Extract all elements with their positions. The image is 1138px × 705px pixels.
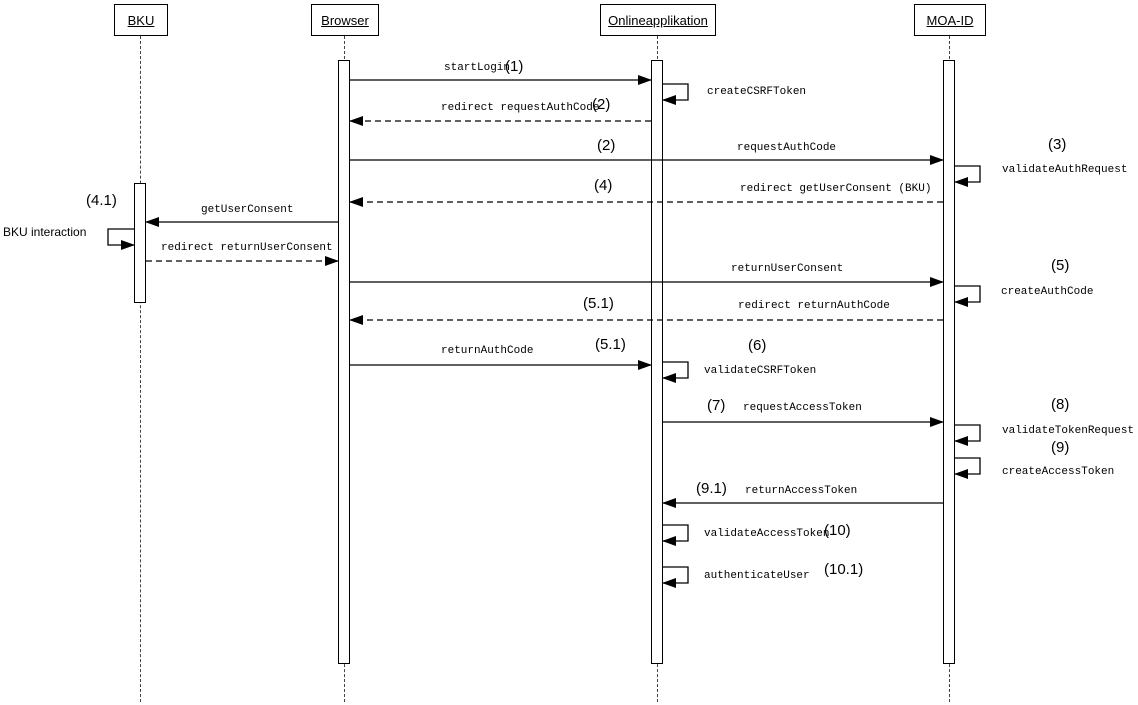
label-return-user-consent: returnUserConsent	[731, 263, 844, 275]
self-arrow-validate-access-token	[662, 524, 689, 546]
self-arrow-create-access-token	[954, 457, 981, 479]
num-validate-auth-request: (3)	[1048, 136, 1067, 153]
participant-bku-label: BKU	[127, 12, 155, 28]
self-arrow-authenticate-user	[662, 566, 689, 588]
lifeline-bku	[140, 36, 141, 702]
participant-onlineapplikation: Onlineapplikation	[600, 4, 716, 36]
label-validate-auth-request: validateAuthRequest	[1002, 164, 1128, 176]
num-validate-access-token: (10)	[824, 522, 851, 539]
label-validate-csrf-token: validateCSRFToken	[704, 365, 817, 377]
num-get-user-consent: (4.1)	[86, 192, 117, 209]
num-return-auth-code: (5.1)	[595, 336, 626, 353]
self-arrow-bku-interaction	[107, 228, 135, 250]
label-return-access-token: returnAccessToken	[745, 485, 858, 497]
activation-bku	[134, 183, 146, 303]
num-redirect-get-user-consent: (4)	[594, 177, 613, 194]
label-return-auth-code: returnAuthCode	[441, 345, 534, 357]
num-redirect-request-auth-code: (2)	[592, 96, 611, 113]
label-create-access-token: createAccessToken	[1002, 466, 1115, 478]
num-start-login: (1)	[505, 58, 524, 75]
participant-moa-id: MOA-ID	[914, 4, 986, 36]
label-redirect-get-user-consent: redirect getUserConsent (BKU)	[740, 183, 932, 195]
self-arrow-create-csrf-token	[662, 83, 689, 105]
num-validate-token-request: (8)	[1051, 396, 1070, 413]
participant-moa-id-label: MOA-ID	[926, 12, 974, 28]
label-request-access-token: requestAccessToken	[743, 402, 862, 414]
activation-onlineapplikation	[651, 60, 663, 664]
self-arrow-validate-auth-request	[954, 165, 981, 187]
label-redirect-return-auth-code: redirect returnAuthCode	[738, 300, 890, 312]
participant-browser-label: Browser	[321, 12, 369, 28]
self-arrow-create-auth-code	[954, 285, 981, 307]
self-arrow-validate-csrf-token	[662, 361, 689, 383]
participant-bku: BKU	[114, 4, 168, 36]
num-request-auth-code: (2)	[597, 137, 616, 154]
num-authenticate-user: (10.1)	[824, 561, 864, 578]
num-return-user-consent: (5)	[1051, 257, 1070, 274]
label-redirect-request-auth-code: redirect requestAuthCode	[441, 102, 600, 114]
label-start-login: startLogin	[444, 62, 511, 74]
label-validate-access-token: validateAccessToken	[704, 528, 830, 540]
activation-browser	[338, 60, 350, 664]
num-validate-csrf-token: (6)	[748, 337, 767, 354]
num-return-access-token: (9.1)	[696, 480, 727, 497]
label-get-user-consent: getUserConsent	[201, 204, 294, 216]
label-validate-token-request: validateTokenRequest	[1002, 425, 1135, 437]
participant-browser: Browser	[311, 4, 379, 36]
label-bku-interaction: BKU interaction	[3, 225, 87, 239]
self-arrow-validate-token-request	[954, 424, 981, 446]
participant-onlineapplikation-label: Onlineapplikation	[608, 12, 708, 28]
activation-moa-id	[943, 60, 955, 664]
label-create-auth-code: createAuthCode	[1001, 286, 1094, 298]
num-redirect-return-auth-code: (5.1)	[583, 295, 614, 312]
label-authenticate-user: authenticateUser	[704, 570, 810, 582]
num-request-access-token: (7)	[707, 397, 726, 414]
num-create-access-token: (9)	[1051, 439, 1070, 456]
label-redirect-return-user-consent: redirect returnUserConsent	[161, 242, 333, 254]
label-create-csrf-token: createCSRFToken	[707, 86, 807, 98]
label-request-auth-code: requestAuthCode	[737, 142, 837, 154]
